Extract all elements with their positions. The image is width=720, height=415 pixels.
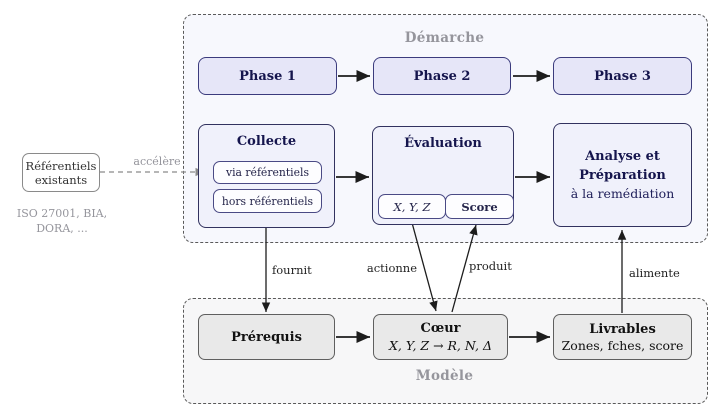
arrow-actionne bbox=[410, 218, 438, 312]
evaluation-title: Évaluation bbox=[404, 136, 482, 151]
edge-label-fournit: fournit bbox=[272, 263, 312, 277]
node-phase-3: Phase 3 bbox=[553, 57, 692, 95]
node-evaluation: Évaluation X, Y, Z Score bbox=[372, 126, 514, 225]
coeur-title: Cœur bbox=[420, 321, 461, 336]
analyse-title-line1: Analyse et bbox=[585, 149, 660, 164]
node-phase-1: Phase 1 bbox=[198, 57, 337, 95]
collecte-hors-referentiels-box: hors référentiels bbox=[213, 189, 322, 213]
node-phase-2: Phase 2 bbox=[373, 57, 511, 95]
coeur-formula: X, Y, Z → R, N, Δ bbox=[388, 338, 492, 353]
phase-2-label: Phase 2 bbox=[413, 68, 471, 84]
evaluation-xyz-label: X, Y, Z bbox=[393, 199, 431, 214]
node-referentiels-existants: Référentiels existants bbox=[22, 153, 100, 192]
edge-label-actionne: actionne bbox=[366, 261, 417, 275]
node-prerequis: Prérequis bbox=[198, 314, 335, 360]
iso-note-line2: DORA, ... bbox=[36, 222, 88, 235]
collecte-via-referentiels-label: via référentiels bbox=[225, 166, 310, 179]
node-collecte: Collecte via référentiels hors référenti… bbox=[198, 124, 335, 228]
livrables-subtitle: Zones, fches, score bbox=[561, 337, 684, 353]
phase-1-label: Phase 1 bbox=[239, 68, 296, 84]
collecte-title: Collecte bbox=[236, 134, 297, 149]
collecte-via-referentiels-box: via référentiels bbox=[213, 161, 322, 184]
referentiels-line2: existants bbox=[34, 172, 88, 187]
edge-label-alimente: alimente bbox=[629, 266, 680, 280]
prerequis-label: Prérequis bbox=[231, 329, 302, 345]
node-coeur: Cœur X, Y, Z → R, N, Δ bbox=[373, 314, 508, 360]
node-livrables: Livrables Zones, fches, score bbox=[553, 314, 692, 360]
edge-label-accelere: accélère bbox=[133, 155, 181, 168]
container-demarche-label: Démarche bbox=[404, 30, 485, 46]
analyse-subtitle: à la remédiation bbox=[570, 186, 675, 201]
iso-note-line1: ISO 27001, BIA, bbox=[16, 207, 108, 220]
iso-standards-note: ISO 27001, BIA, DORA, ... bbox=[6, 206, 118, 236]
phase-3-label: Phase 3 bbox=[594, 68, 651, 84]
container-modele-label: Modèle bbox=[415, 368, 474, 384]
edge-label-produit: produit bbox=[469, 259, 512, 273]
node-analyse-preparation: Analyse et Préparation à la remédiation bbox=[553, 123, 692, 227]
referentiels-line1: Référentiels bbox=[25, 158, 97, 173]
arrow-produit bbox=[451, 224, 478, 313]
analyse-title-line2: Préparation bbox=[579, 168, 666, 183]
livrables-title: Livrables bbox=[589, 321, 656, 337]
evaluation-score-box: Score bbox=[445, 194, 514, 219]
evaluation-xyz-box: X, Y, Z bbox=[378, 194, 446, 219]
collecte-hors-referentiels-label: hors référentiels bbox=[221, 194, 314, 208]
evaluation-score-label: Score bbox=[461, 199, 498, 214]
